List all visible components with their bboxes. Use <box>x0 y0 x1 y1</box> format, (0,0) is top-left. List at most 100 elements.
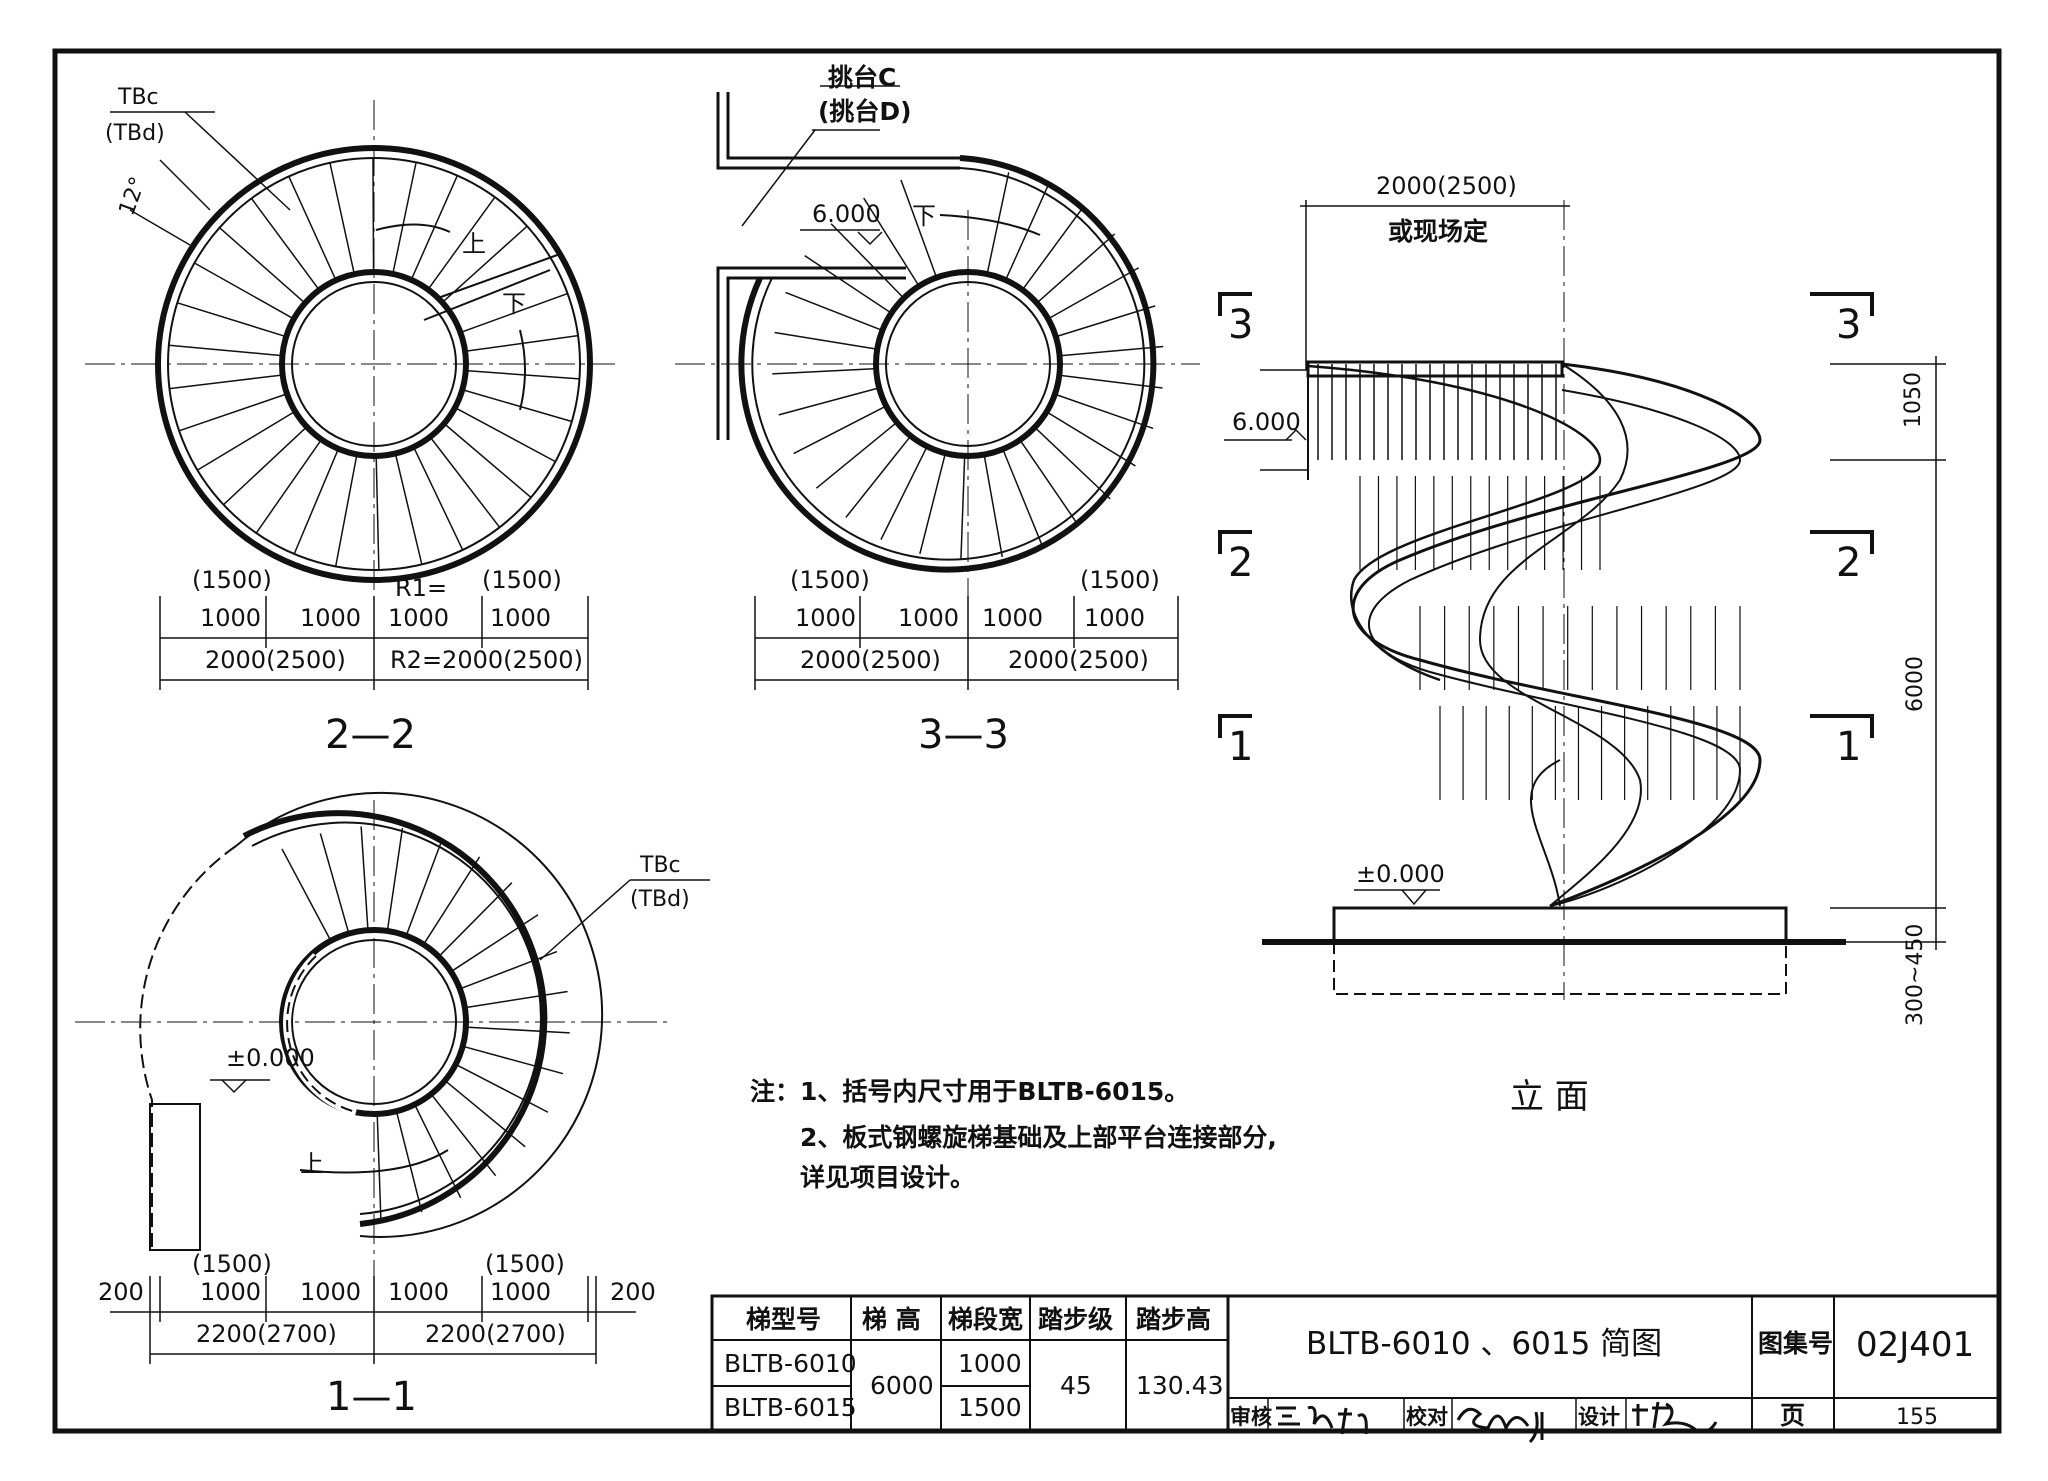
tread-line <box>395 455 423 565</box>
tread-line <box>392 162 417 273</box>
tread-line <box>461 950 558 989</box>
s22-caption: 2—2 <box>325 712 416 758</box>
atlas-no: 02J401 <box>1856 1325 1974 1365</box>
table-header-height: 梯 高 <box>862 1305 921 1334</box>
tread-line <box>443 225 528 302</box>
table-header-steps: 踏步级 <box>1038 1305 1113 1334</box>
tread-line <box>785 291 881 331</box>
tread-line <box>396 1112 423 1213</box>
s33-level-label: 6.000 <box>812 200 881 228</box>
tread-line <box>772 367 875 375</box>
elev-cut-1-right: 1 <box>1836 724 1861 770</box>
tread-line <box>413 448 464 551</box>
s33-dim-top-4: 1000 <box>1084 604 1145 632</box>
tread-line <box>430 438 501 528</box>
s11-dim-bottom-2: 2200(2700) <box>425 1320 566 1348</box>
s33-down-label: 下 <box>912 202 936 230</box>
elev-cut-2-right: 2 <box>1836 540 1861 586</box>
table-header-width: 梯段宽 <box>948 1305 1023 1334</box>
tread-line <box>168 344 281 357</box>
s33-dim-top-3: 1000 <box>982 604 1043 632</box>
tread-line <box>1056 394 1154 430</box>
tread-line <box>319 833 349 932</box>
s33-platform-label: 挑台C <box>828 63 896 92</box>
tread-line <box>1023 205 1085 289</box>
section-2-2-plan <box>85 100 615 620</box>
page-label: 页 <box>1780 1401 1805 1430</box>
tread-line <box>439 882 513 956</box>
tread-line <box>334 456 358 567</box>
s33-dim-bottom-2: 2000(2500) <box>1008 646 1149 674</box>
tread-line <box>219 227 305 303</box>
note-line-2: 2、板式钢螺旋梯基础及上部平台连接部分, <box>800 1123 1277 1152</box>
table-width-1: 1000 <box>958 1349 1022 1378</box>
tread-line <box>778 387 878 416</box>
tread-line <box>464 389 573 423</box>
tread-line <box>1047 412 1136 467</box>
elevation-view <box>1218 200 1946 1000</box>
tread-line <box>466 990 568 1009</box>
tread-line <box>431 1095 497 1177</box>
s33-dim-top-alt-2: (1500) <box>1080 566 1160 594</box>
elev-dim-found: 300~450 <box>1903 924 1928 1026</box>
s33-dimension-lines <box>754 596 1179 690</box>
tread-line <box>1049 267 1140 319</box>
tread-line <box>177 302 285 337</box>
s22-dim-bottom-2: R2=2000(2500) <box>390 646 583 674</box>
s11-tb-alt-label: (TBd) <box>630 887 690 912</box>
s11-caption: 1—1 <box>326 1374 417 1420</box>
tread-line <box>360 826 369 929</box>
tread-line <box>1037 233 1116 303</box>
tread-line <box>774 331 876 350</box>
tread-line <box>414 1105 462 1199</box>
s11-dim-top-2: 1000 <box>300 1278 361 1306</box>
elev-cut-1-left: 1 <box>1228 724 1253 770</box>
table-height: 6000 <box>870 1371 934 1400</box>
tread-line <box>452 914 539 972</box>
s11-dim-bottom-1: 2200(2700) <box>196 1320 337 1348</box>
s33-platform-alt-label: (挑台D) <box>818 97 912 126</box>
tread-line <box>255 440 321 534</box>
tread-line <box>1005 184 1049 279</box>
s11-dim-top-3: 1000 <box>388 1278 449 1306</box>
tread-line <box>900 179 937 276</box>
s22-tb-label: TBc <box>117 85 159 110</box>
section-3-3-plan <box>675 85 1200 620</box>
tread-line <box>288 176 336 279</box>
tread-line <box>281 848 331 940</box>
s33-caption: 3—3 <box>918 712 1009 758</box>
tread-line <box>467 1026 570 1034</box>
s11-dim-edge-1: 200 <box>98 1278 144 1306</box>
s11-dim-top-1: 1000 <box>200 1278 261 1306</box>
tread-line <box>1061 345 1164 357</box>
tread-line <box>293 450 339 555</box>
tread-line <box>329 162 355 273</box>
tread-line <box>406 838 444 935</box>
page-no: 155 <box>1896 1405 1938 1430</box>
s33-dim-top-2: 1000 <box>898 604 959 632</box>
note-line-3: 详见项目设计。 <box>800 1163 975 1192</box>
elev-level-ground: ±0.000 <box>1356 860 1445 888</box>
s22-angle-label: 12° <box>115 174 152 219</box>
elev-caption: 立 面 <box>1510 1077 1589 1117</box>
table-width-2: 1500 <box>958 1393 1022 1422</box>
s22-dimension-lines <box>159 596 589 690</box>
s22-dim-top-alt-2: (1500) <box>482 566 562 594</box>
s11-tb-label: TBc <box>639 853 681 878</box>
tread-line <box>880 447 927 540</box>
tread-line <box>863 197 919 285</box>
table-header-riser: 踏步高 <box>1136 1305 1211 1334</box>
atlas-no-label: 图集号 <box>1758 1329 1833 1358</box>
tread-line <box>194 262 293 319</box>
title-block <box>1226 1294 2001 1432</box>
tread-line <box>445 424 532 498</box>
s22-dim-top-alt-1: (1500) <box>192 566 272 594</box>
s22-dim-top-2: 1000 <box>300 604 361 632</box>
tread-line <box>456 407 556 463</box>
tread-line <box>1020 441 1080 527</box>
table-header-model: 梯型号 <box>746 1305 821 1334</box>
s22-dim-top-3: 1000 <box>388 604 449 632</box>
review-label: 审核 <box>1230 1405 1272 1429</box>
s33-dim-bottom-1: 2000(2500) <box>800 646 941 674</box>
